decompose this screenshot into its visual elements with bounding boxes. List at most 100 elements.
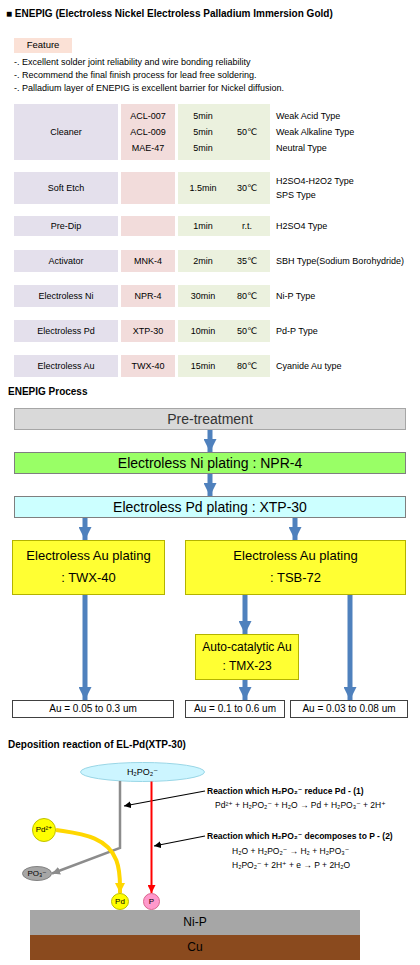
reaction-equation: H₂PO₂⁻ + 2H⁺ + e → P + 2H₂O [232,858,350,872]
process-time: 1min [180,219,226,233]
layer-band: Ni-P [30,910,360,935]
table-cell [178,355,270,377]
feature-tag: Feature [14,38,72,53]
node-text: Pre-treatment [167,411,253,427]
table-label: Electroless Pd [14,324,118,338]
table-cell [14,285,118,307]
product-code: XTP-30 [121,324,175,338]
thickness-box: Au = 0.03 to 0.08 um [290,700,408,718]
node-text: Electroless Pd plating : XTP-30 [113,499,307,515]
table-cell [14,355,118,377]
process-time: 30min [180,289,226,303]
process-box: Pre-treatment [14,408,406,430]
chemistry-type: Weak Alkaline Type [276,125,354,139]
table-label: Activator [14,254,118,268]
reaction-equation: Pd²⁺ + H₂PO₂⁻ + H₂O → Pd + H₂PO₃⁻ + 2H⁺ [215,798,386,812]
chemistry-type: H2SO4 Type [276,219,327,233]
connector-arrow [243,680,248,700]
table-cell [121,320,175,342]
chemistry-type: Pd-P Type [276,324,318,338]
process-time: 15min [180,359,226,373]
table-cell [178,320,270,342]
reaction-heading: Reaction which H₂PO₂⁻ reduce Pd - (1) [207,784,364,798]
product-code: NPR-4 [121,289,175,303]
atom-circle: P [143,893,160,910]
page-title: ■ ENEPIG (Electroless Nickel Electroless… [6,7,333,21]
chemistry-type: H2SO4-H2O2 Type [276,174,354,188]
table-label: Electroless Ni [14,289,118,303]
process-temp: 80℃ [226,289,268,303]
node-text: Electroless Au plating [26,549,150,564]
process-time: 10min [180,324,226,338]
process-temp: 30℃ [226,181,268,195]
node-text: Pd [115,897,125,906]
thickness-box: Au = 0.1 to 0.6 um [185,700,285,718]
product-code: MNK-4 [121,254,175,268]
atom-circle: Pd [111,893,129,910]
node-text: : TSB-72 [270,571,321,586]
table-cell [14,104,118,160]
table-cell [14,216,118,236]
leader-arrow [124,791,205,806]
node-text: Cu [187,941,202,955]
connector-arrow [348,595,353,700]
feature-bullet: -. Recommend the final finish process fo… [14,68,257,82]
plating-box: Auto-catalytic Au : TMX-23 [195,634,299,680]
process-table [14,104,270,377]
process-time: 2min [180,254,226,268]
section-heading: Deposition reaction of EL-Pd(XTP-30) [8,738,186,752]
node-text: Ni-P [183,916,206,930]
ion-ellipse: PO₃⁻ [22,866,52,881]
table-cell [14,250,118,272]
section-heading: ENEPIG Process [8,385,87,399]
ion-circle: Pd²⁺ [32,818,56,842]
node-text: Pd²⁺ [36,825,53,834]
plating-box: Electroless Au plating : TSB-72 [185,540,406,595]
connector-arrow [293,518,298,540]
chemistry-type: Weak Acid Type [276,109,340,123]
table-cell [178,172,270,204]
node-text: Electroless Au plating [233,549,357,564]
node-text: Feature [27,40,60,51]
node-text: Au = 0.05 to 0.3 um [49,703,137,715]
table-cell [14,172,118,204]
connector-arrow [208,430,213,452]
node-text: : TMX-23 [222,660,271,674]
chemistry-type: SPS Type [276,188,316,202]
chemistry-type: Cyanide Au type [276,359,342,373]
table-cell [121,216,175,236]
table-cell [121,355,175,377]
table-cell [121,250,175,272]
table-label: Electroless Au [14,359,118,373]
node-text: Auto-catalytic Au [202,641,291,655]
process-temp: r.t. [226,219,268,233]
product-code: ACL-007 [121,109,175,123]
leader-lines [124,791,205,846]
process-temp: 50℃ [226,324,268,338]
table-cell [178,104,270,160]
table-cell [178,250,270,272]
leader-arrow [154,836,205,846]
table-cell [178,285,270,307]
connector-arrow [243,595,248,634]
process-temp: 50℃ [226,125,268,139]
table-cell [121,285,175,307]
reaction-heading: Reaction which H₂PO₂⁻ decomposes to P - … [207,829,393,843]
table-cell [121,172,175,204]
process-box: Electroless Ni plating : NPR-4 [14,452,406,474]
node-shape [23,867,52,881]
thickness-box: Au = 0.05 to 0.3 um [12,700,174,718]
process-time: 5min [180,125,226,139]
node-text: PO₃⁻ [27,869,46,878]
table-label: Soft Etch [14,181,118,195]
node-shape [112,894,129,910]
ion-ellipse: H₂PO₂⁻ [80,762,205,782]
chemistry-type: Ni-P Type [276,289,315,303]
reaction-equation: H₂O + H₂PO₂⁻ → H₂ + H₂PO₃⁻ [232,844,349,858]
connector-arrow [56,830,120,893]
node-text: Au = 0.1 to 0.6 um [194,703,276,715]
feature-bullet: -. Excellent solder joint reliability an… [14,55,251,69]
process-box: Electroless Pd plating : XTP-30 [14,496,406,518]
process-time: 5min [180,141,226,155]
